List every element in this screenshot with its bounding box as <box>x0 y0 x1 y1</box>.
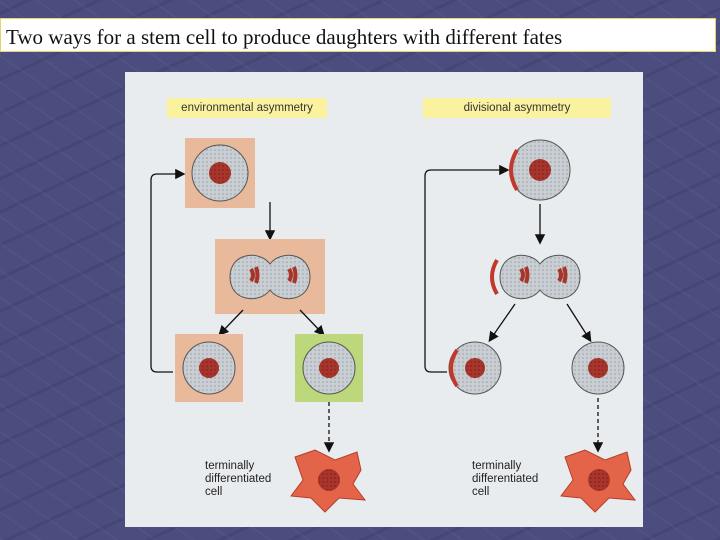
self-renewal-arrow <box>150 168 186 373</box>
diagram-canvas <box>150 138 637 513</box>
caption-right: terminally differentiated cell <box>472 460 538 499</box>
caption-line: differentiated <box>472 473 539 485</box>
caption-line: cell <box>205 486 223 498</box>
slide-title-box: Two ways for a stem cell to produce daug… <box>0 18 716 52</box>
slide-title: Two ways for a stem cell to produce daug… <box>6 25 563 49</box>
caption-left: terminally differentiated cell <box>205 460 271 499</box>
arrow-left-daughter <box>218 309 244 336</box>
nucleus-icon <box>588 358 608 378</box>
dividing-cell-right <box>499 254 581 300</box>
nucleus-icon <box>199 358 219 378</box>
caption-line: terminally <box>472 460 522 472</box>
chromosome-icon <box>287 266 298 284</box>
chromosome-icon <box>519 266 530 284</box>
diagram-figure: environmental asymmetry divisional asymm… <box>125 72 643 527</box>
nucleus-icon <box>319 358 339 378</box>
self-renewal-arrow <box>424 164 510 373</box>
nucleus-icon <box>209 162 231 184</box>
caption-line: terminally <box>205 460 255 472</box>
caption-line: cell <box>472 486 490 498</box>
caption-line: differentiated <box>205 473 272 485</box>
panel-label-environmental: environmental asymmetry <box>167 98 327 118</box>
arrow-right-daughter <box>566 303 592 343</box>
nucleus-icon <box>588 469 610 491</box>
fate-determinant-icon <box>509 148 519 192</box>
fate-determinant-icon <box>490 258 499 296</box>
nucleus-icon <box>465 358 485 378</box>
fate-determinant-icon <box>449 348 459 388</box>
nucleus-icon <box>529 159 551 181</box>
panel-label-divisional: divisional asymmetry <box>423 98 611 118</box>
arrow-right-daughter <box>299 309 325 336</box>
chromosome-icon <box>249 266 260 284</box>
arrow-left-daughter <box>488 303 516 343</box>
chromosome-icon <box>557 266 568 284</box>
nucleus-icon <box>318 469 340 491</box>
dividing-cell-left <box>229 254 311 300</box>
